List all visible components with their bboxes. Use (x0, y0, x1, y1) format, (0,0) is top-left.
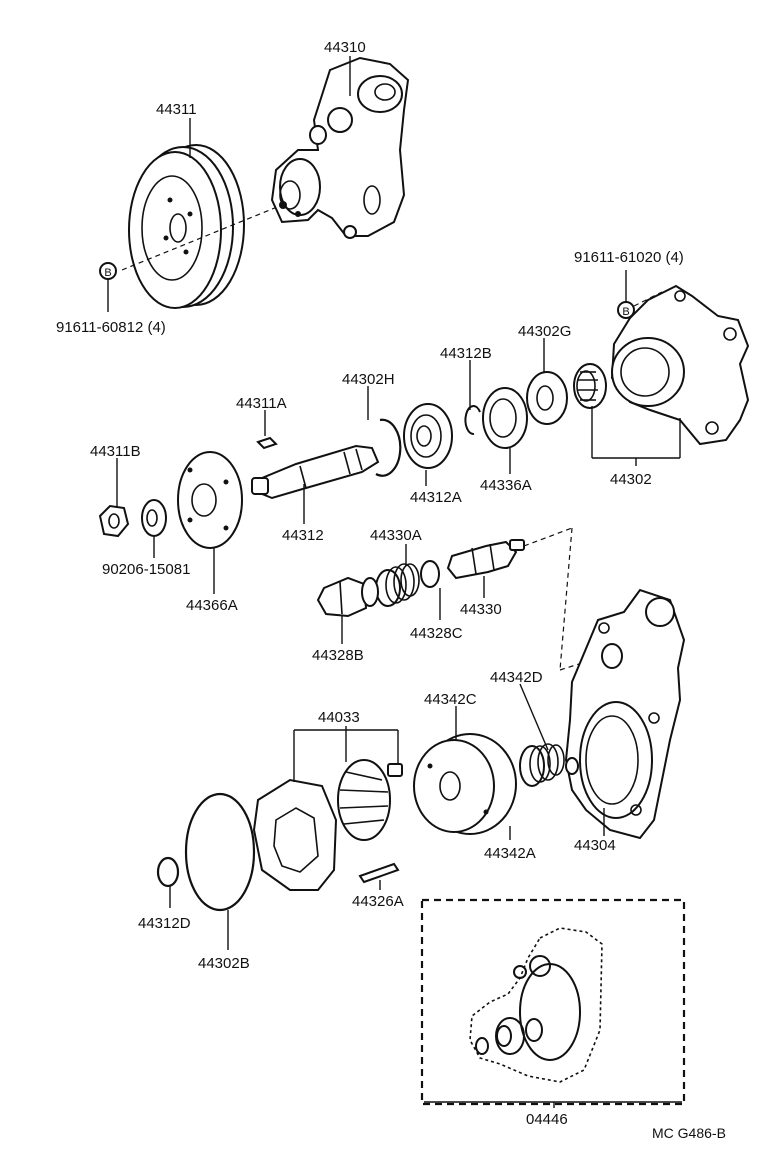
rear-housing-44304[interactable] (564, 588, 686, 840)
o-ring-44312D[interactable] (156, 856, 180, 888)
label-44366A: 44366A (186, 597, 238, 614)
end-cover-44342C[interactable] (413, 733, 517, 835)
label-44311A: 44311A (236, 395, 287, 412)
bolt-b-marker-left: B (99, 262, 117, 312)
key-44311A[interactable] (256, 436, 278, 450)
o-ring-44302B[interactable] (184, 792, 256, 912)
label-04446: 04446 (526, 1111, 568, 1128)
label-44033: 44033 (318, 709, 360, 726)
cam-ring-44033[interactable] (252, 778, 338, 891)
label-91611-60812: 91611-60812 (4) (56, 319, 166, 336)
gasket-kit-04446-box[interactable] (420, 898, 686, 1106)
snap-ring-44312B[interactable] (464, 405, 481, 436)
label-44330A: 44330A (370, 527, 422, 544)
rotor-44033[interactable] (337, 759, 391, 841)
label-44310: 44310 (324, 39, 366, 56)
label-44302H: 44302H (342, 371, 395, 388)
lock-washer-90206-15081[interactable] (141, 499, 167, 537)
label-44311B: 44311B (90, 443, 141, 460)
label-44330: 44330 (460, 601, 502, 618)
label-44342C: 44342C (424, 691, 477, 708)
label-44312D: 44312D (138, 915, 191, 932)
label-44336A: 44336A (480, 477, 532, 494)
label-44328B: 44328B (312, 647, 364, 664)
o-ring-44328C[interactable] (420, 560, 440, 588)
front-housing-44302[interactable] (610, 284, 750, 446)
washer-44336A[interactable] (482, 387, 528, 449)
needle-bearing-44302[interactable] (573, 363, 607, 409)
snap-ring-44302H[interactable] (375, 418, 402, 477)
nut-44311B[interactable] (98, 504, 130, 538)
label-44342A: 44342A (484, 845, 536, 862)
label-44312B: 44312B (440, 345, 492, 362)
pump-assembly-44310[interactable] (270, 56, 410, 239)
leader-lines (116, 56, 681, 1108)
label-44302B: 44302B (198, 955, 250, 972)
bearing-44302G[interactable] (526, 371, 568, 425)
label-44311: 44311 (156, 101, 197, 118)
gasket-kit-outline (469, 927, 603, 1083)
spring-44330A[interactable] (375, 563, 420, 607)
label-44302: 44302 (610, 471, 652, 488)
shaft-44312[interactable] (251, 444, 380, 500)
label-44312: 44312 (282, 527, 324, 544)
plug-44328B[interactable] (316, 576, 379, 618)
bolt-b-marker-right: B (617, 270, 663, 319)
label-44328C: 44328C (410, 625, 463, 642)
spring-44342D[interactable] (519, 743, 579, 787)
valve-44330[interactable] (446, 527, 605, 671)
svg-text:B: B (104, 267, 111, 279)
pin-44326A[interactable] (358, 862, 400, 884)
label-44312A: 44312A (410, 489, 462, 506)
label-91611-61020: 91611-61020 (4) (574, 249, 684, 266)
vane-44033[interactable] (387, 763, 403, 777)
label-44304: 44304 (574, 837, 616, 854)
diagram-code: MC G486-B (652, 1125, 726, 1141)
label-44342D: 44342D (490, 669, 543, 686)
label-90206-15081: 90206-15081 (102, 561, 190, 578)
label-44326A: 44326A (352, 893, 404, 910)
hub-44366A[interactable] (177, 451, 243, 549)
label-44302G: 44302G (518, 323, 571, 340)
pulley-44311[interactable] (121, 144, 283, 309)
bearing-44312A[interactable] (403, 403, 453, 469)
svg-text:B: B (622, 306, 629, 318)
